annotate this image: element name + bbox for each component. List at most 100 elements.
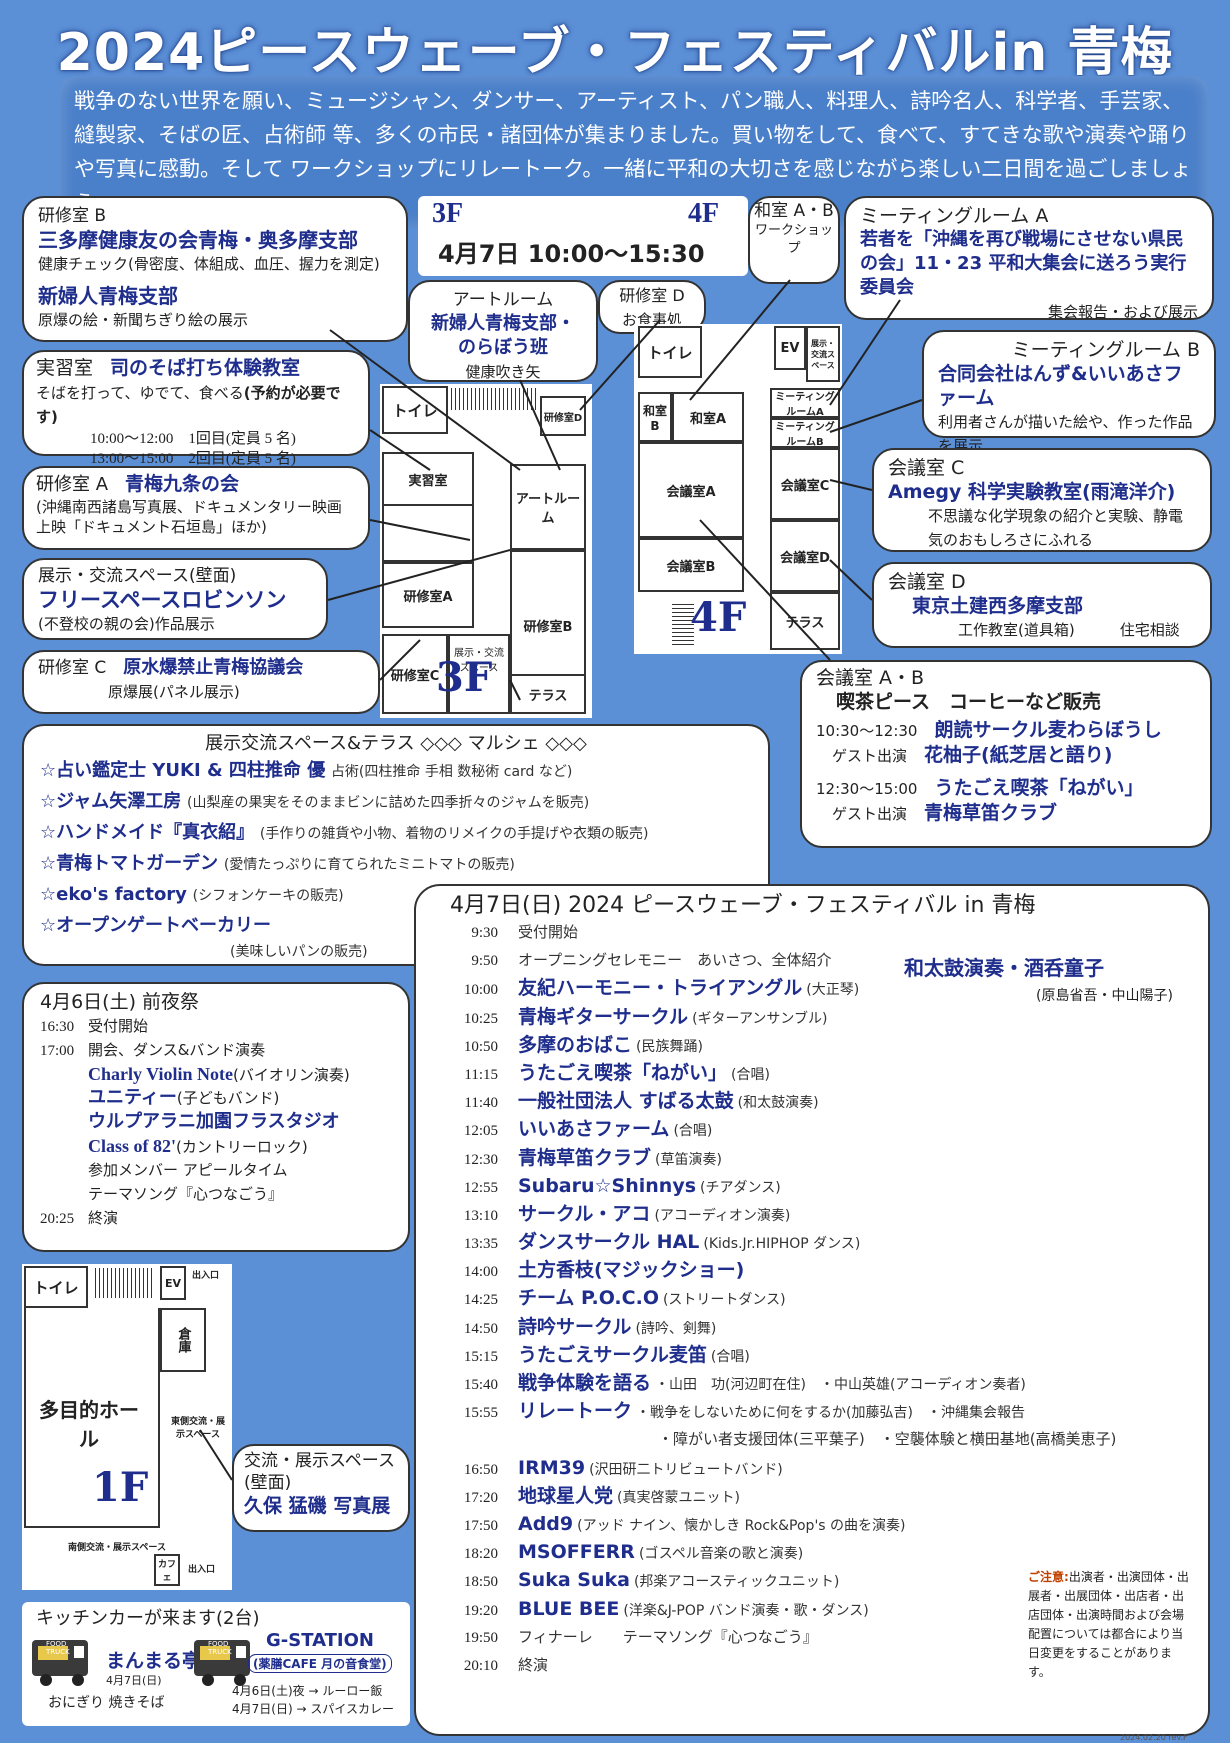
room-c-callout: 研修室 C 原水爆禁止青梅協議会 原爆展(パネル展示)	[22, 650, 380, 714]
schedule-detail: 受付開始	[518, 923, 579, 941]
eve-text: (バイオリン演奏)	[233, 1066, 350, 1084]
car2-d2: 4月7日(日) → スパイスカレー	[232, 1702, 394, 1716]
stall-name: ☆ハンドメイド『真衣紹』	[40, 822, 255, 843]
page-title: 2024ピースウェーブ・フェスティバルin 青梅	[56, 23, 1174, 83]
map4f-kaigi-c: 会議室C	[770, 448, 840, 520]
schedule-time: 9:50	[471, 953, 498, 970]
map1f-hall: 多目的ホール	[39, 1398, 139, 1451]
photo-org: 久保 猛磯 写真展	[244, 1495, 391, 1517]
kaigi-ab-cafe: 喫茶ピース コーヒーなど販売	[836, 691, 1102, 713]
map4f-label: 4F	[690, 594, 747, 641]
floor-date-time: 4月7日 10:00〜15:30	[438, 240, 705, 268]
jisshu-name: 実習室	[36, 357, 94, 379]
meeting-a-name: ミーティングルーム A	[860, 205, 1049, 227]
schedule-performer: Suka Suka	[518, 1569, 630, 1592]
map4f-terrace: テラス	[770, 592, 840, 650]
stall-desc: (愛情たっぷりに育てられたミニトマトの販売)	[223, 857, 515, 873]
art-room-desc: 健康吹き矢	[465, 363, 541, 381]
footer-rev: 2024.02.20 rev.F	[1120, 1733, 1188, 1742]
schedule-time: 10:50	[463, 1038, 498, 1055]
schedule-time: 15:55	[463, 1405, 498, 1422]
floor-header: 3F 4F 4月7日 10:00〜15:30	[418, 196, 748, 276]
schedule-performer: うたごえ喫茶「ねがい」	[518, 1061, 728, 1084]
meeting-a-callout: ミーティングルーム A 若者を「沖縄を再び戦場にさせない県民の会」11・23 平…	[844, 196, 1214, 321]
map3f-label: 3F	[436, 654, 493, 701]
schedule-time: 13:10	[463, 1207, 498, 1224]
schedule-time: 17:50	[463, 1517, 498, 1534]
car2-name: G-STATION	[266, 1630, 374, 1651]
photo-name: 交流・展示スペース(壁面)	[244, 1451, 395, 1493]
schedule-detail: (洋楽&J-POP バンド演奏・歌・ダンス)	[623, 1602, 869, 1619]
map1f-exit2: 出入口	[188, 1565, 216, 1575]
tenji-desc: (不登校の親の会)作品展示	[38, 615, 215, 633]
stall-desc: (山梨産の果実をそのままビンに詰めた四季折々のジャムを販売)	[186, 795, 590, 811]
marche-stall: ☆ハンドメイド『真衣紹』 (手作りの雑貨や小物、着物のリメイクの手提げや衣類の販…	[40, 818, 752, 849]
eve-name: Class of 82'	[88, 1136, 177, 1156]
schedule-detail: (沢田研二トリビュートバンド)	[589, 1461, 783, 1478]
tenji-name: 展示・交流スペース(壁面)	[38, 566, 237, 586]
jisshu-slot2: 13:00〜15:00 2回目(定員 5 名)	[90, 451, 296, 467]
room-c-desc: 原爆展(パネル展示)	[108, 683, 240, 701]
map1f-label: 1F	[92, 1464, 149, 1511]
stall-name: ☆eko's factory	[40, 884, 187, 905]
room-b-name: 研修室 B	[38, 206, 107, 226]
schedule-time: 14:00	[463, 1264, 498, 1281]
map1f-cafe: カフェ	[154, 1554, 180, 1586]
eve-time: 17:00	[40, 1043, 75, 1059]
eve-text: (カントリーロック)	[176, 1138, 308, 1156]
map3f-space-wall	[382, 506, 474, 562]
room-b-desc1: 健康チェック(骨密度、体組成、血圧、握力を測定)	[38, 255, 380, 273]
kaigi-c-callout: 会議室 C Amegy 科学実験教室(雨滝洋介) 不思議な化学現象の紹介と実験、…	[872, 448, 1212, 552]
schedule-detail: (ストリートダンス)	[662, 1292, 786, 1309]
marche-stall: ☆ジャム矢澤工房 (山梨産の果実をそのままビンに詰めた四季折々のジャムを販売)	[40, 787, 752, 818]
schedule-time: 10:25	[463, 1010, 498, 1027]
schedule-performer: 詩吟サークル	[518, 1315, 632, 1338]
eve-text: テーマソング『心つなごう』	[88, 1185, 284, 1203]
schedule-performer: MSOFFERR	[518, 1541, 635, 1564]
washitsu-callout: 和室 A・B ワークショップ	[748, 196, 840, 284]
schedule-performer: ダンスサークル HAL	[518, 1231, 700, 1254]
map3f-terrace: テラス	[510, 674, 586, 714]
room-a-desc: (沖縄南西諸島写真展、ドキュメンタリー映画上映「ドキュメント石垣島」ほか)	[36, 498, 342, 536]
schedule-performer: サークル・アコ	[518, 1202, 651, 1225]
map4f-ev: EV	[774, 326, 806, 370]
room-a-org: 青梅九条の会	[125, 473, 240, 495]
marche-stall: ☆オープンゲートベーカリー	[40, 911, 752, 941]
food-truck-text: FOOD TRUCK	[208, 1640, 232, 1656]
map4f-toilet: トイレ	[638, 326, 702, 378]
schedule-detail: (真実啓蒙ユニット)	[617, 1489, 740, 1506]
art-room-org: 新婦人青梅支部・のらぼう班	[431, 313, 575, 358]
schedule-time: 17:20	[463, 1489, 498, 1506]
schedule-performer: 戦争体験を語る	[518, 1372, 652, 1394]
car2-sub: (薬膳CAFE 月の音食堂)	[248, 1654, 392, 1673]
map1f-south: 南側交流・展示スペース	[68, 1543, 166, 1553]
room-d-name: 研修室 D	[619, 286, 685, 305]
schedule-time: 13:35	[463, 1236, 498, 1253]
eve-text: (子どもバンド)	[176, 1089, 280, 1107]
schedule-detail: (ゴスペル音楽の歌と演奏)	[638, 1546, 804, 1563]
schedule-time: 16:50	[463, 1461, 498, 1478]
notice-label: ご注意:	[1028, 1570, 1069, 1584]
schedule-detail: (合唱)	[731, 1066, 770, 1083]
map4f-stairs	[672, 604, 694, 648]
stall-name: ☆占い鑑定士 YUKI & 四柱推命 優	[40, 760, 326, 781]
marche-stall-desc-extra: (美味しいパンの販売)	[40, 941, 752, 962]
room-c-name: 研修室 C	[38, 658, 107, 678]
room-b-desc2: 原爆の絵・新聞ちぎり絵の展示	[38, 311, 249, 329]
schedule-time: 19:50	[463, 1629, 498, 1646]
schedule-time: 18:50	[463, 1574, 498, 1591]
schedule-detail: (詩吟、剣舞)	[635, 1320, 717, 1337]
kitchen-box: キッチンカーが来ます(2台) FOOD TRUCK まんまる亭 4月7日(日) …	[22, 1602, 410, 1726]
car1-name: まんまる亭	[106, 1650, 202, 1672]
